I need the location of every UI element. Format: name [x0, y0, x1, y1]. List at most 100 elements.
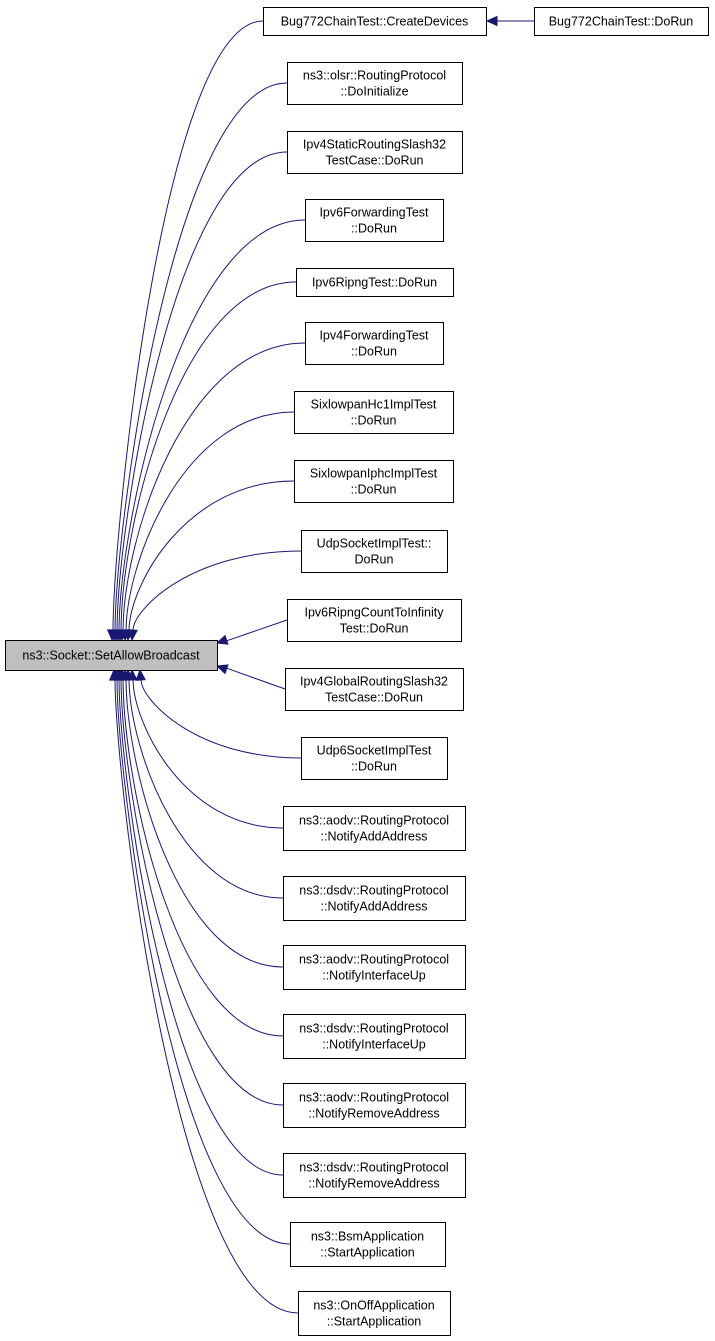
node-ns3-aodv-routingprotocol-notifyaddaddress[interactable]: ns3::aodv::RoutingProtocol::NotifyAddAdd…: [283, 806, 466, 851]
arrowhead: [215, 634, 229, 645]
node-ns3-dsdv-routingprotocol-notifyinterfaceup[interactable]: ns3::dsdv::RoutingProtocol::NotifyInterf…: [283, 1014, 466, 1059]
node-udp6socketimpltest-dorun[interactable]: Udp6SocketImplTest::DoRun: [301, 737, 448, 780]
edge-line: [116, 679, 291, 1245]
node-label: ::DoRun: [351, 414, 397, 428]
arrowhead: [108, 668, 120, 681]
node-box: [305, 322, 444, 365]
node-label: ns3::BsmApplication: [311, 1230, 424, 1244]
node-label: ns3::OnOffApplication: [313, 1299, 434, 1313]
node-box: [301, 737, 448, 780]
node-ns3-aodv-routingprotocol-notifyinterfaceup[interactable]: ns3::aodv::RoutingProtocol::NotifyInterf…: [283, 945, 466, 990]
node-label: SixlowpanHc1ImplTest: [311, 398, 437, 412]
node-label: ::NotifyRemoveAddress: [308, 1177, 439, 1191]
node-label: ::NotifyInterfaceUp: [322, 969, 426, 983]
edge-n1-to-root: [108, 82, 288, 642]
node-box: [294, 391, 454, 434]
edge-line: [120, 281, 297, 631]
node-ns3-olsr-routingprotocol-doinitialize[interactable]: ns3::olsr::RoutingProtocol::DoInitialize: [287, 62, 463, 105]
node-ns3-bsmapplication-startapplication[interactable]: ns3::BsmApplication::StartApplication: [290, 1222, 446, 1267]
edge-n10-to-root: [215, 664, 286, 690]
node-label: TestCase::DoRun: [326, 154, 424, 168]
node-label: ::DoRun: [351, 222, 397, 236]
edge-line: [122, 342, 306, 631]
node-label: ::NotifyAddAddress: [321, 900, 428, 914]
node-label: ::NotifyInterfaceUp: [322, 1038, 426, 1052]
edge-n19-to-root: [108, 668, 299, 1314]
node-label: Ipv4ForwardingTest: [319, 329, 429, 343]
edge-n7-to-root: [123, 480, 295, 642]
edge-n8-to-root: [127, 550, 302, 642]
edge-line: [114, 679, 299, 1314]
node-box: [290, 1222, 446, 1267]
node-box: [296, 268, 454, 297]
node-ns3-dsdv-routingprotocol-notifyaddaddress[interactable]: ns3::dsdv::RoutingProtocol::NotifyAddAdd…: [283, 876, 466, 921]
node-label: ::StartApplication: [320, 1246, 415, 1260]
node-sixlowpanhc1impltest-dorun[interactable]: SixlowpanHc1ImplTest::DoRun: [294, 391, 454, 434]
node-label: ::NotifyAddAddress: [321, 830, 428, 844]
node-box: [283, 1014, 466, 1059]
node-box: [301, 530, 448, 573]
node-box: [287, 599, 462, 642]
node-label: ns3::dsdv::RoutingProtocol: [299, 1161, 448, 1175]
node-label: DoRun: [355, 553, 394, 567]
node-box: [283, 1153, 466, 1198]
node-ipv4forwardingtest-dorun[interactable]: Ipv4ForwardingTest::DoRun: [305, 322, 444, 365]
edge-n12-to-root: [127, 668, 284, 829]
node-label: ns3::aodv::RoutingProtocol: [299, 953, 449, 967]
arrowhead: [215, 664, 229, 675]
node-box: [283, 806, 466, 851]
node-udpsocketimpltest-dorun[interactable]: UdpSocketImplTest::DoRun: [301, 530, 448, 573]
edge-line: [118, 219, 306, 631]
node-box: [287, 131, 463, 174]
node-box: [283, 1083, 466, 1128]
edge-n16-to-root: [114, 668, 284, 1106]
node-label: ::DoRun: [351, 345, 397, 359]
node-label: UdpSocketImplTest::: [317, 537, 432, 551]
edge-n13-to-root: [122, 668, 284, 899]
edge-n2-to-root: [110, 151, 288, 642]
node-box: [283, 876, 466, 921]
root-node[interactable]: ns3::Socket::SetAllowBroadcast: [5, 640, 218, 671]
node-label: ::DoRun: [351, 483, 397, 497]
node-box: [294, 460, 454, 503]
edge-line: [125, 679, 284, 968]
node-label: Bug772ChainTest::CreateDevices: [281, 15, 469, 29]
node-ipv6ripngtest-dorun[interactable]: Ipv6RipngTest::DoRun: [296, 268, 454, 297]
node-box: [298, 1291, 451, 1336]
node-bug772chaintest-dorun[interactable]: Bug772ChainTest::DoRun: [534, 7, 709, 36]
node-ns3-dsdv-routingprotocol-notifyremoveaddress[interactable]: ns3::dsdv::RoutingProtocol::NotifyRemove…: [283, 1153, 466, 1198]
arrowhead: [485, 15, 498, 27]
edge-n5-to-root: [116, 342, 306, 642]
node-ns3-onoffapplication-startapplication[interactable]: ns3::OnOffApplication::StartApplication: [298, 1291, 451, 1336]
edge-line: [128, 480, 295, 631]
node-label: ns3::Socket::SetAllowBroadcast: [22, 649, 200, 663]
node-label: ns3::dsdv::RoutingProtocol: [299, 884, 448, 898]
nodes-layer: ns3::Socket::SetAllowBroadcast Bug772Chai…: [5, 7, 709, 1336]
edge-n0-to-root: [106, 20, 264, 642]
edge-n18-to-root: [110, 668, 291, 1245]
node-label: Test::DoRun: [340, 622, 409, 636]
node-ipv6forwardingtest-dorun[interactable]: Ipv6ForwardingTest::DoRun: [305, 199, 444, 242]
arrowhead: [135, 668, 146, 681]
edge-line: [118, 679, 284, 1176]
node-label: ns3::aodv::RoutingProtocol: [299, 814, 449, 828]
edge-line: [128, 679, 284, 899]
node-label: Udp6SocketImplTest: [317, 744, 432, 758]
edge-n9-to-root: [215, 619, 288, 645]
node-box: [5, 640, 218, 671]
edge-line: [114, 82, 288, 631]
node-ns3-aodv-routingprotocol-notifyremoveaddress[interactable]: ns3::aodv::RoutingProtocol::NotifyRemove…: [283, 1083, 466, 1128]
edge-line: [120, 679, 284, 1106]
node-label: ::DoRun: [351, 760, 397, 774]
edge-line: [132, 550, 302, 631]
node-box: [534, 7, 709, 36]
node-bug772chaintest-createdevices[interactable]: Bug772ChainTest::CreateDevices: [263, 7, 487, 36]
node-box: [285, 668, 464, 711]
node-sixlowpaniphcimpltest-dorun[interactable]: SixlowpanIphcImplTest::DoRun: [294, 460, 454, 503]
edge-line: [132, 679, 284, 829]
arrowhead: [127, 629, 138, 642]
